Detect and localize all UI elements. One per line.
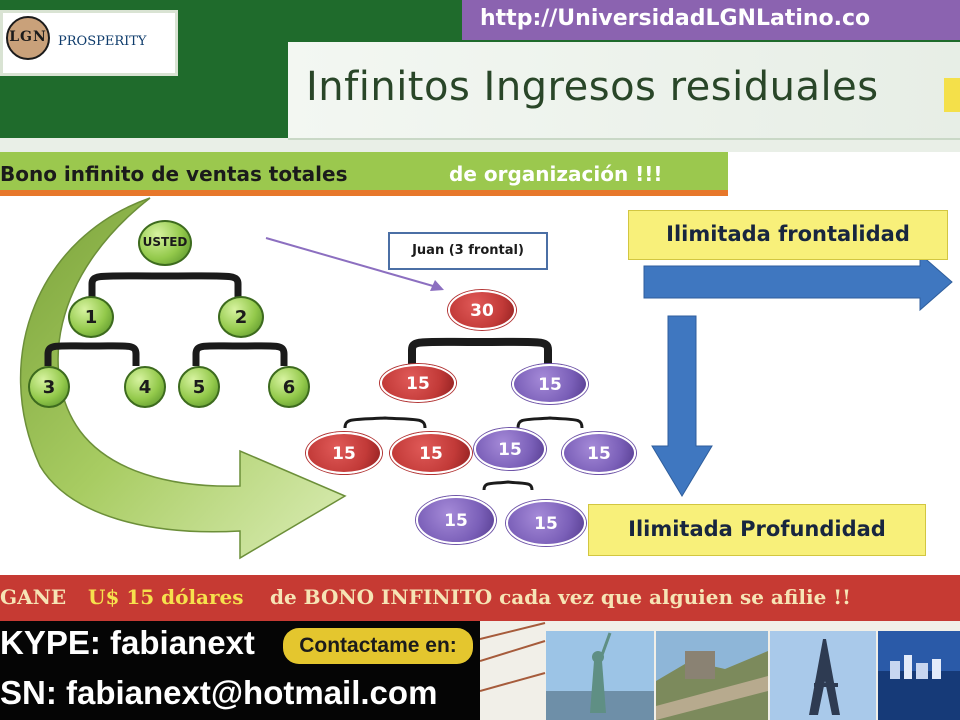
tree-node-purple-15: 15 <box>512 364 588 404</box>
bonus-gane: GANE <box>0 585 67 609</box>
contact-cta-label: Contactame en: <box>299 634 457 657</box>
tree-node-red-15: 15 <box>380 364 456 402</box>
tree-node-5: 5 <box>178 366 220 408</box>
tree-node-1: 1 <box>68 296 114 338</box>
tree-node-red-15: 15 <box>306 432 382 474</box>
juan-label-box: Juan (3 frontal) <box>388 232 548 270</box>
page-title: Infinitos Ingresos residuales <box>306 64 879 110</box>
tree-node-usted: USTED <box>138 220 192 266</box>
subtitle-part1: Bono infinito de ventas totales <box>0 162 348 186</box>
msn-contact[interactable]: SN: fabianext@hotmail.com <box>0 674 438 711</box>
tree-node-purple-15: 15 <box>506 500 586 546</box>
lgn-logo-icon: LGN <box>6 16 50 60</box>
landmarks-image <box>480 622 960 720</box>
tree-node-purple-15: 15 <box>474 428 546 470</box>
tree-node-6: 6 <box>268 366 310 408</box>
title-accent <box>944 78 960 112</box>
subtitle-band: Bono infinito de ventas totales de organ… <box>0 152 728 196</box>
bonus-text: de BONO INFINITO cada vez que alguien se… <box>270 585 851 609</box>
logo-name: PROSPERITY <box>58 34 147 49</box>
tree-node-2: 2 <box>218 296 264 338</box>
bonus-banner: GANE U$ 15 dólares de BONO INFINITO cada… <box>0 575 960 621</box>
tree-node-4: 4 <box>124 366 166 408</box>
callout-frontalidad: Ilimitada frontalidad <box>628 210 948 260</box>
tree-node-purple-15: 15 <box>562 432 636 474</box>
landmarks-photo-strip <box>480 621 960 720</box>
header-divider <box>0 138 960 152</box>
bonus-amount: U$ 15 dólares <box>88 585 244 609</box>
skype-contact[interactable]: KYPE: fabianext <box>0 624 255 661</box>
title-band: Infinitos Ingresos residuales <box>288 42 960 140</box>
tree-connectors <box>44 237 953 497</box>
logo-letters: LGN <box>9 29 47 45</box>
callout-profundidad: Ilimitada Profundidad <box>588 504 926 556</box>
subtitle-part2: de organización !!! <box>449 162 663 186</box>
tree-node-3: 3 <box>28 366 70 408</box>
url-text[interactable]: http://UniversidadLGNLatino.co <box>480 6 871 31</box>
tree-node-30: 30 <box>448 290 516 330</box>
tree-node-red-15: 15 <box>390 432 472 474</box>
contact-cta: Contactame en: <box>283 628 473 664</box>
url-banner[interactable]: http://UniversidadLGNLatino.co <box>462 0 960 40</box>
tree-node-purple-15: 15 <box>416 496 496 544</box>
juan-label: Juan (3 frontal) <box>412 243 524 258</box>
